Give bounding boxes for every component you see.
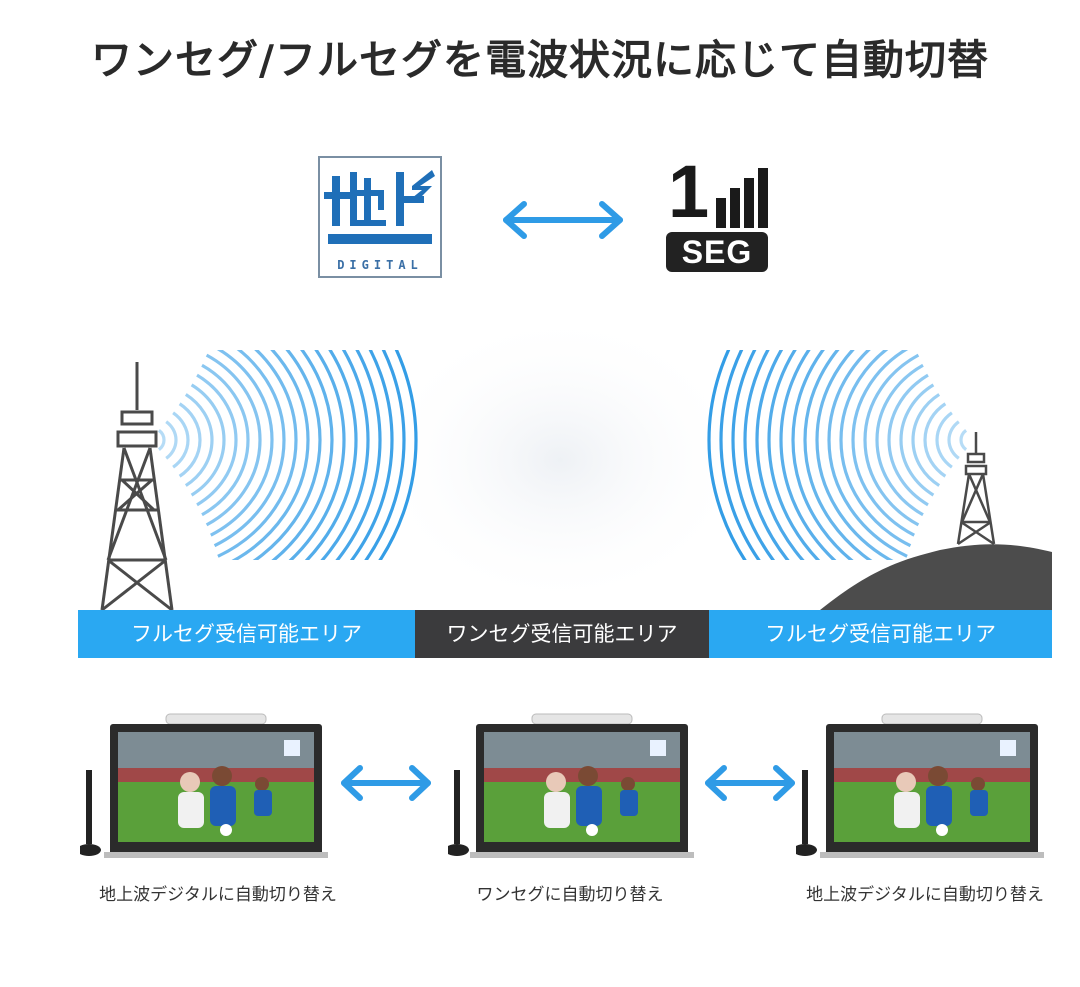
signal-wave-arc <box>791 350 854 560</box>
signal-wave-arc <box>349 350 394 560</box>
signal-wave-arc <box>165 420 178 460</box>
signal-wave-arc <box>803 350 873 560</box>
signal-wave-arc <box>335 350 382 560</box>
tv-icon <box>77 713 328 858</box>
caption-left: 地上波デジタルに自動切り替え <box>99 885 337 905</box>
tv-antenna-icon <box>445 770 469 856</box>
signal-wave-arc <box>767 350 821 560</box>
signal-wave-arc <box>304 350 358 560</box>
one-seg-logo: 1 SEG <box>662 152 770 278</box>
tv-icon <box>445 713 694 858</box>
caption-right: 地上波デジタルに自動切り替え <box>806 885 1044 905</box>
tv-icon <box>793 713 1044 858</box>
signal-wave-arc <box>875 363 924 517</box>
caption-center: ワンセグに自動切り替え <box>476 885 664 905</box>
broadcast-tower-icon <box>100 362 174 612</box>
signal-wave-arc <box>743 350 790 560</box>
signal-wave-arc <box>719 350 761 560</box>
double-arrow-icon <box>503 201 623 239</box>
signal-wave-arc <box>190 383 226 497</box>
signal-wave-arc <box>911 393 941 487</box>
left-signal-waves <box>157 350 418 560</box>
tv-antenna-icon <box>793 770 817 856</box>
signal-wave-arc <box>755 350 805 560</box>
signal-wave-arc <box>815 350 894 560</box>
signal-wave-arc <box>217 350 298 558</box>
signal-wave-arc <box>288 350 346 560</box>
signal-wave-arc <box>320 350 370 560</box>
signal-wave-arc <box>947 420 960 460</box>
signal-wave-arc <box>157 429 166 451</box>
seg-number: 1 <box>668 150 710 233</box>
signal-wave-arc <box>196 373 238 507</box>
chideji-digital-logo: DIGITAL <box>318 156 442 278</box>
signal-wave-arc <box>184 393 214 487</box>
signal-wave-arc <box>863 353 920 527</box>
hill <box>820 544 1052 610</box>
tv-antenna-icon <box>77 770 101 856</box>
signal-wave-arc <box>231 350 310 560</box>
signal-wave-arc <box>213 350 286 548</box>
signal-wave-arc <box>887 373 929 507</box>
signal-wave-arc <box>707 350 747 560</box>
right-signal-waves <box>707 350 968 560</box>
page-title: ワンセグ/フルセグを電波状況に応じて自動切替 <box>91 36 989 84</box>
signal-wave-arc <box>172 411 190 469</box>
signal-scene <box>370 320 1052 610</box>
signal-wave-arc <box>731 350 776 560</box>
tv-unit <box>793 712 1058 876</box>
signal-wave-arc <box>252 350 322 560</box>
signal-wave-arc <box>827 350 908 558</box>
signal-wave-arc <box>839 350 912 548</box>
signal-wave-arc <box>378 350 418 560</box>
digital-word: DIGITAL <box>337 258 423 272</box>
signal-wave-arc <box>923 402 947 478</box>
signal-wave-arc <box>271 350 334 560</box>
seg-word: SEG <box>666 232 768 272</box>
signal-wave-arc <box>779 350 837 560</box>
double-arrow-icon <box>341 765 431 801</box>
broadcast-tower-icon <box>956 432 996 546</box>
signal-wave-arc <box>899 383 935 497</box>
signal-wave-arc <box>210 350 274 537</box>
signal-wave-arc <box>201 363 250 517</box>
signal-wave-arc <box>205 353 262 527</box>
double-arrow-icon <box>705 765 795 801</box>
signal-wave-arc <box>935 411 953 469</box>
signal-wave-arc <box>851 350 915 537</box>
area-full-seg-right: フルセグ受信可能エリア <box>709 610 1052 658</box>
tv-unit <box>445 712 708 876</box>
area-full-seg-left: フルセグ受信可能エリア <box>78 610 415 658</box>
area-one-seg: ワンセグ受信可能エリア <box>415 610 709 658</box>
signal-wave-arc <box>178 402 202 478</box>
chideji-mark-icon <box>324 170 435 244</box>
tv-unit <box>77 712 342 876</box>
signal-wave-arc <box>959 429 968 451</box>
reception-area-bar: フルセグ受信可能エリア ワンセグ受信可能エリア フルセグ受信可能エリア <box>78 610 1052 658</box>
signal-wave-arc <box>364 350 406 560</box>
signal-bars-icon <box>716 168 768 228</box>
